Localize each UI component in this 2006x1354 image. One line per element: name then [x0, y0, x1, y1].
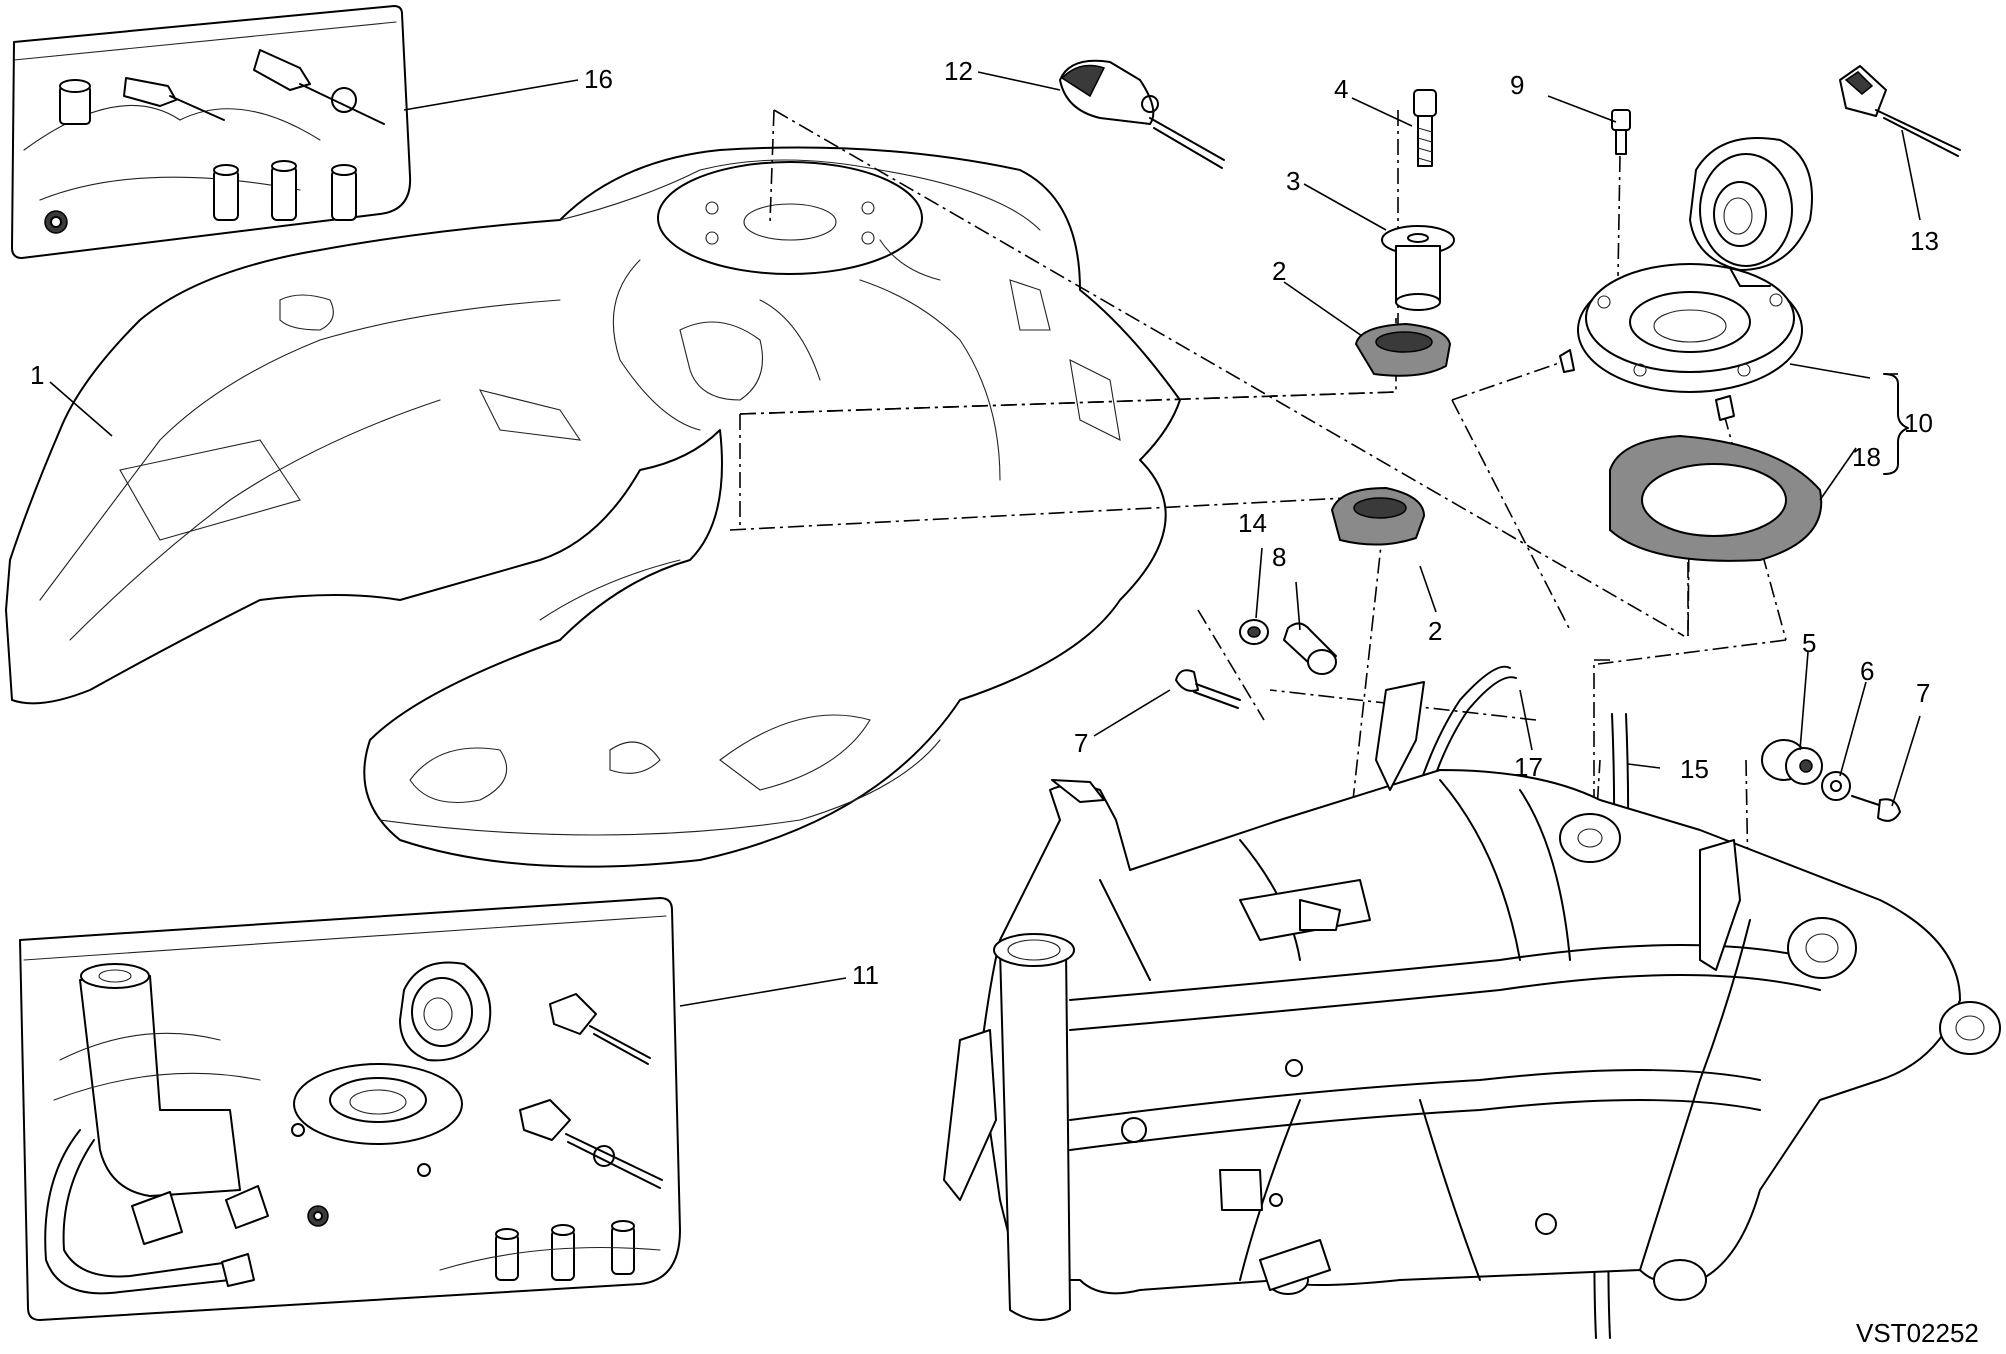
callout-7-left: 7 — [1074, 728, 1088, 758]
callout-15: 15 — [1680, 754, 1709, 784]
fuel-tank — [5, 146, 1181, 868]
callout-13: 13 — [1910, 226, 1939, 256]
bush-3 — [1381, 225, 1455, 311]
filler-cap-assembly — [1559, 137, 1813, 421]
leader-lines — [49, 71, 1921, 1007]
washer-6 — [1821, 771, 1851, 801]
callout-5: 5 — [1802, 628, 1816, 658]
callout-2-upper: 2 — [1272, 256, 1286, 286]
callout-18: 18 — [1852, 442, 1881, 472]
screw-7-right — [1851, 795, 1901, 822]
spacer-8 — [1283, 622, 1337, 675]
callout-6: 6 — [1860, 656, 1874, 686]
rubber-5 — [1761, 739, 1823, 785]
drawing-code: VST02252 — [1856, 1318, 1979, 1348]
callout-11: 11 — [852, 960, 879, 990]
inset-lock-kit-11 — [19, 897, 681, 1321]
key-13 — [1839, 65, 1961, 157]
callout-17: 17 — [1514, 752, 1543, 782]
callout-7-right: 7 — [1916, 678, 1930, 708]
callout-4: 4 — [1334, 74, 1348, 104]
inset-lock-set-16 — [11, 5, 412, 259]
screw-4 — [1413, 89, 1437, 167]
rubber-mount-2-lower — [1330, 486, 1426, 546]
callout-12: 12 — [944, 56, 973, 86]
callout-1: 1 — [30, 360, 44, 390]
callout-2-lower: 2 — [1428, 616, 1442, 646]
screw-7-left — [1175, 669, 1241, 709]
gasket-18 — [1609, 434, 1823, 562]
callout-3: 3 — [1286, 166, 1300, 196]
washer-14 — [1239, 619, 1269, 645]
callout-labels: 1 16 12 4 3 2 9 13 10 18 14 8 2 7 17 15 … — [30, 56, 1979, 1348]
callout-16: 16 — [584, 64, 613, 94]
callout-8: 8 — [1272, 542, 1286, 572]
key-12 — [1059, 59, 1225, 169]
callout-14: 14 — [1238, 508, 1267, 538]
frame — [943, 681, 2001, 1321]
bracket-10 — [1883, 373, 1909, 475]
screw-9 — [1611, 109, 1631, 155]
callout-10: 10 — [1904, 408, 1933, 438]
callout-9: 9 — [1510, 70, 1524, 100]
rubber-mount-2-upper — [1354, 322, 1452, 377]
